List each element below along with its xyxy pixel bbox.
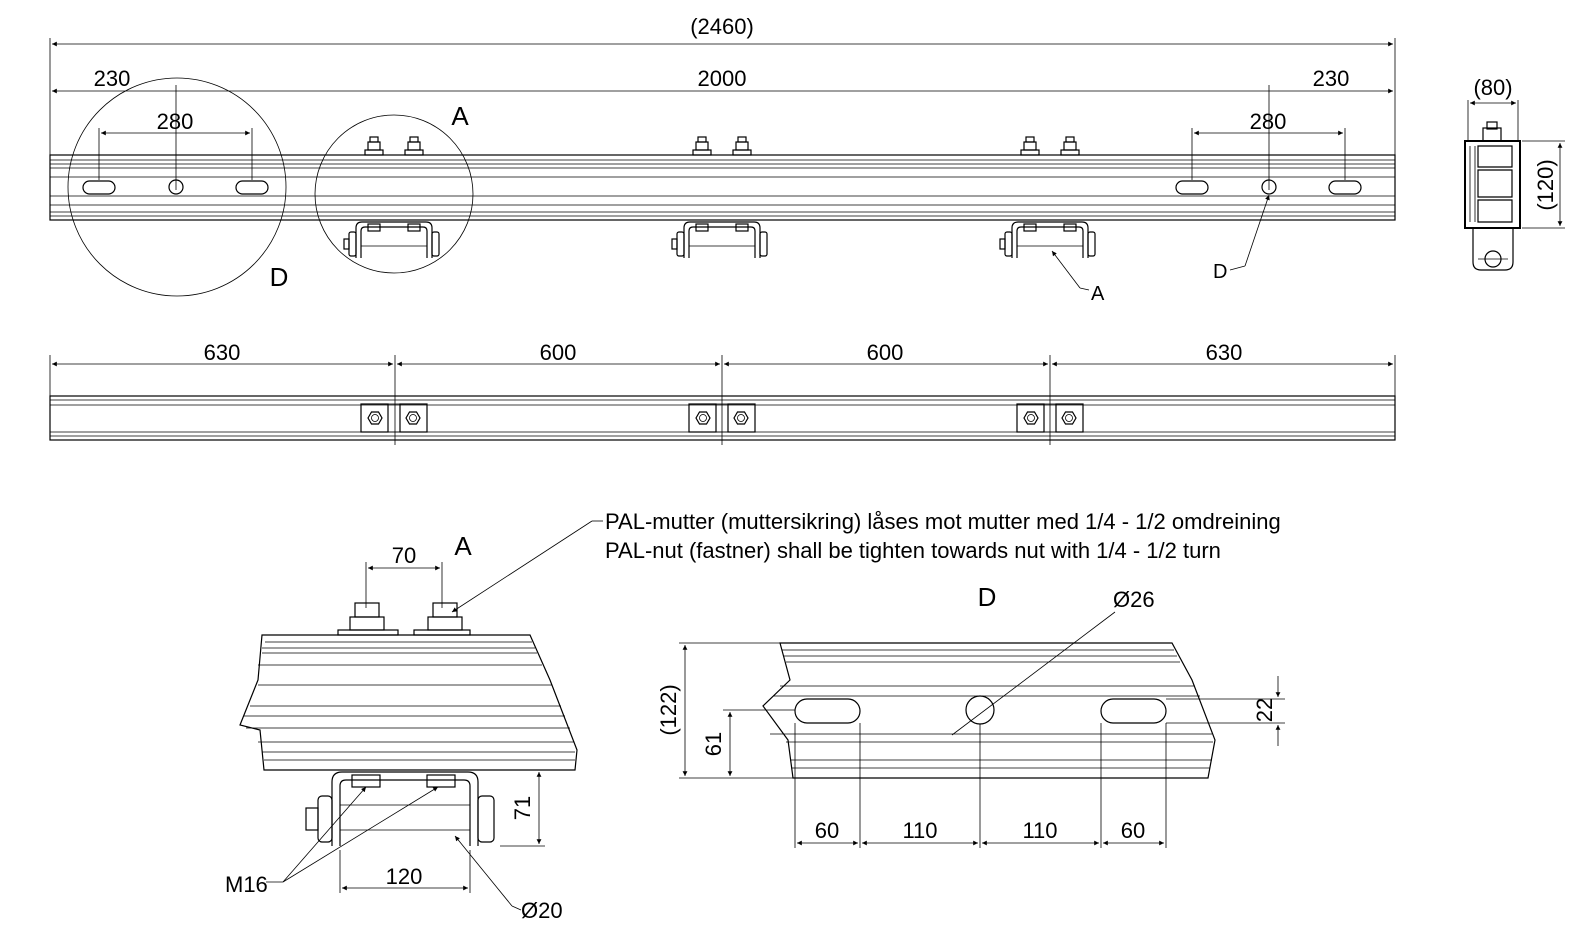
hanger-assemblies [343,136,1096,258]
plan-bracket-3 [1016,403,1084,433]
dim-plan-seg-1: 630 [204,340,241,365]
dim-slot-height: 22 [1252,698,1277,722]
plan-view: 630 600 600 630 [49,340,1396,445]
hanger-3 [999,136,1096,258]
dim-hanger-height: 71 [510,796,535,820]
cross-section: (80) (120) [1464,75,1565,271]
detail-a-title: A [454,531,472,561]
label-bolt-size: M16 [225,872,268,897]
slot-d-2 [1100,698,1167,724]
assembly-note: PAL-mutter (muttersikring) låses mot mut… [451,509,1281,613]
note-line-2: PAL-nut (fastner) shall be tighten towar… [605,538,1221,563]
dim-d-1: 60 [815,818,839,843]
plan-brackets [360,403,1084,433]
hanger-2 [671,136,768,258]
plan-bracket-2 [688,403,756,433]
detail-a-circle [314,114,474,274]
slot-right-1 [1175,180,1209,195]
leader-a: A [1091,283,1105,305]
dim-bolt-spacing: 70 [392,543,416,568]
dim-d-3: 110 [1022,818,1057,843]
dim-section-height: (120) [1533,159,1558,210]
dim-plan-seg-2: 600 [540,340,577,365]
dim-plan-seg-3: 600 [867,340,904,365]
detail-a: A 70 [225,531,578,923]
callout-a-top: A [451,101,469,131]
callout-d-top: D [270,262,289,292]
hole-d [965,695,995,725]
slot-right-2 [1328,180,1362,195]
detail-d-title: D [978,582,997,612]
dim-hanger-width: 120 [386,864,423,889]
dim-center-span: 2000 [698,66,747,91]
dim-hole-height: 61 [701,732,726,756]
detail-d: D Ø26 (122) 61 22 [656,582,1285,848]
hole-left [168,179,184,195]
hole-right [1261,179,1277,195]
dim-end-right: 230 [1313,66,1350,91]
slot-left-2 [235,180,269,195]
slot-d-1 [794,698,861,724]
hanger-1 [343,136,440,258]
dim-end-left: 230 [94,66,131,91]
rail-front [49,154,1396,221]
label-hole-size: Ø26 [1113,587,1155,612]
leader-d: D [1213,261,1227,283]
dim-slot-span-left: 280 [157,109,194,134]
dim-rail-height: (122) [656,684,681,735]
dim-slot-span-right: 280 [1250,109,1287,134]
plan-bracket-1 [360,403,428,433]
note-line-1: PAL-mutter (muttersikring) låses mot mut… [605,509,1281,534]
dim-d-2: 110 [902,818,937,843]
slot-left-1 [82,180,116,195]
dim-plan-seg-4: 630 [1206,340,1243,365]
detail-d-circle [67,77,287,297]
dim-overall-length: (2460) [690,14,754,39]
rail-plan [49,395,1396,441]
dim-section-width: (80) [1473,75,1512,100]
label-pin-size: Ø20 [521,898,563,923]
front-view: (2460) 230 2000 230 280 280 [49,14,1396,305]
dim-d-4: 60 [1121,818,1145,843]
